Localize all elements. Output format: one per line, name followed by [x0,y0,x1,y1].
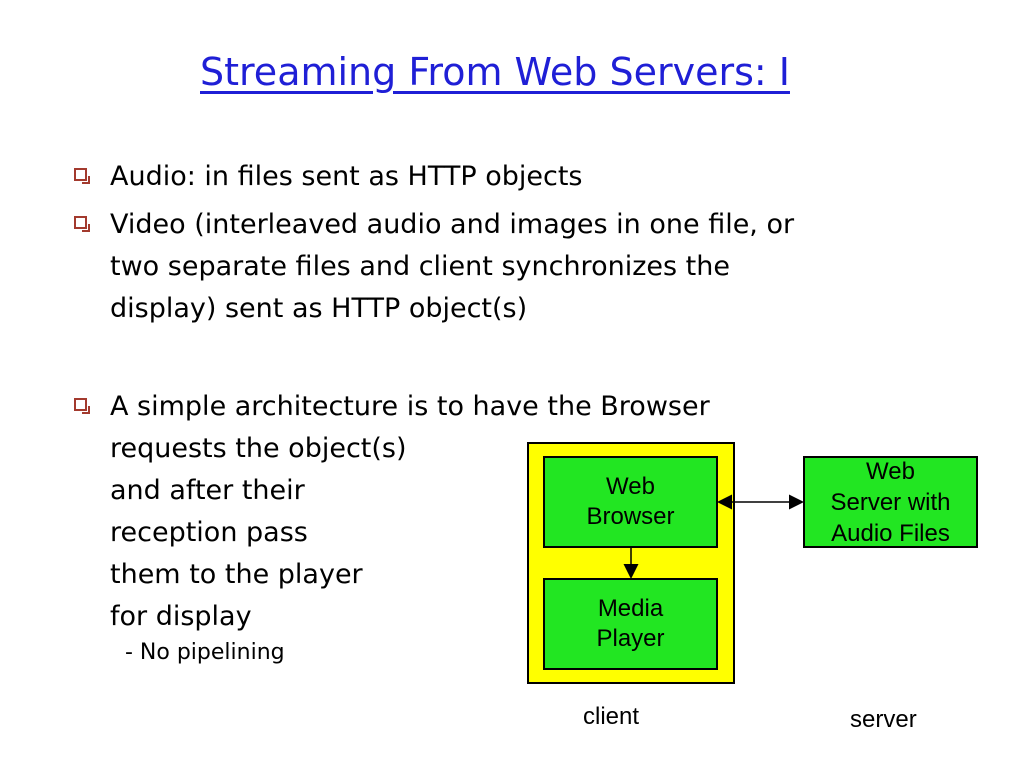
bullet-line: Video (interleaved audio and images in o… [110,209,795,240]
box-label: Player [596,625,665,652]
box-label: Media [597,595,664,622]
media-player-box: Media Player [543,578,718,670]
bullet-square-icon [74,398,90,414]
box-label: Web [866,457,915,485]
bullet-line: A simple architecture is to have the Bro… [110,391,710,422]
bullet-line: Audio: in files sent as HTTP objects [110,161,583,192]
bullet-line: two separate files and client synchroniz… [110,251,730,282]
bullet-line: them to the player [110,559,363,590]
bullet-line: display) sent as HTTP object(s) [110,293,528,324]
sub-bullet-no-pipelining: - No pipelining [125,640,285,665]
web-server-box: Web Server with Audio Files [803,456,978,548]
bullet-line: reception pass [110,517,308,548]
slide-title: Streaming From Web Servers: I [200,50,790,94]
bullet-square-icon [74,168,90,184]
bullet-video: Video (interleaved audio and images in o… [74,204,934,330]
bullet-line: requests the object(s) [110,433,407,464]
box-label: Web [606,473,655,500]
bullet-square-icon [74,216,90,232]
bullet-architecture: A simple architecture is to have the Bro… [74,386,934,638]
web-browser-box: Web Browser [543,456,718,548]
box-label: Browser [586,503,675,530]
bullet-line: for display [110,601,252,632]
bullet-audio: Audio: in files sent as HTTP objects [74,156,934,198]
client-label: client [583,703,640,730]
bullet-line: and after their [110,475,305,506]
server-label: server [850,706,917,733]
box-label: Audio Files [831,519,950,547]
box-label: Server with [830,488,951,516]
